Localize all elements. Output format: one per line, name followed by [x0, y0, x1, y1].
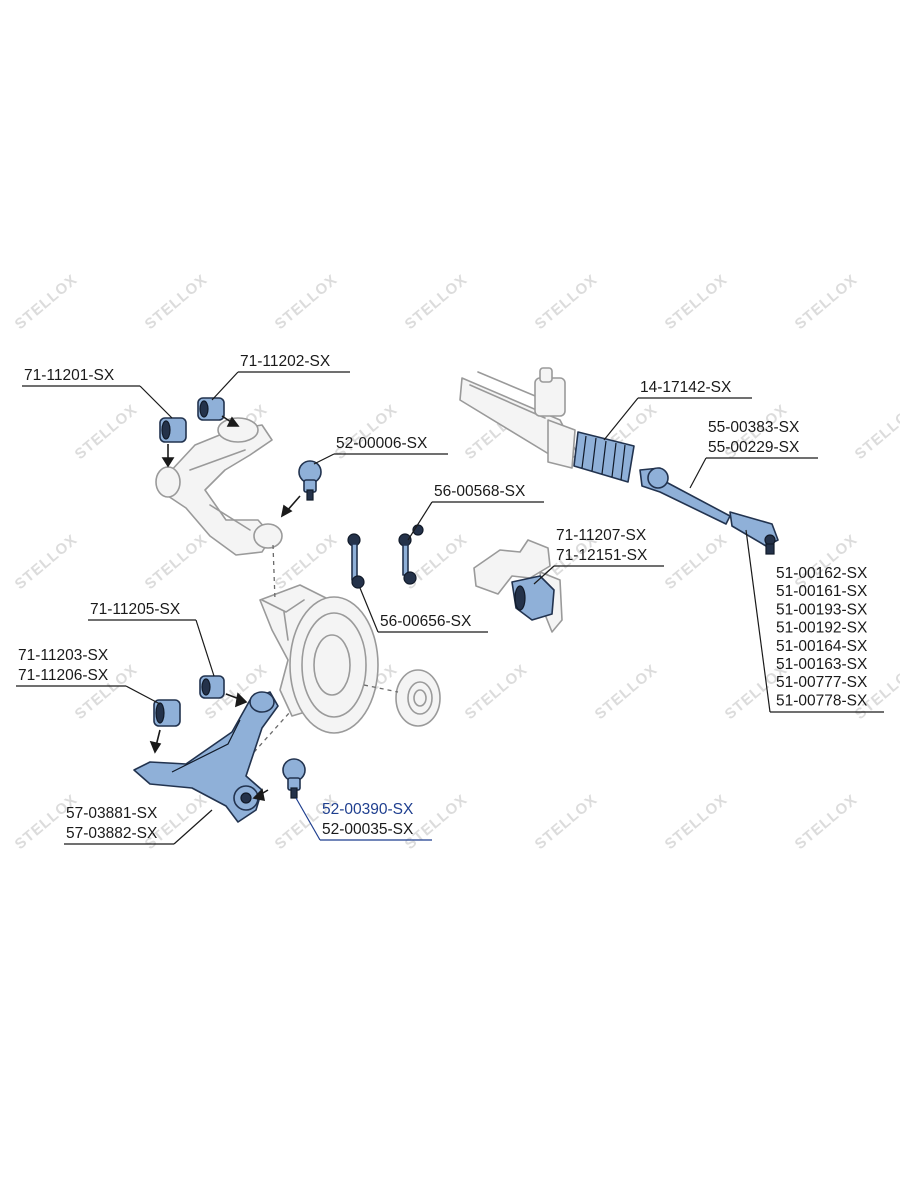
label-text: 52-00035-SX [322, 821, 414, 838]
label-text: 57-03881-SX [66, 805, 158, 822]
watermark-text: STELLOX [662, 531, 731, 593]
watermark-text: STELLOX [592, 661, 661, 723]
part-number-labels: 71-11201-SX 71-11202-SX 52-00006-SX 14-1… [16, 353, 884, 845]
brake-disc [289, 596, 379, 734]
watermark-text: STELLOX [12, 531, 81, 593]
label-text: 51-00162-SX [776, 565, 868, 582]
lower-arm-bushing-rear [199, 675, 225, 699]
steering-rack-housing [459, 367, 579, 469]
upper-arm-bushing-rear [197, 397, 225, 421]
label-71-lower-bushings: 71-11203-SX 71-11206-SX [16, 647, 161, 705]
label-text: 56-00656-SX [380, 613, 472, 630]
label-text: 51-00192-SX [776, 620, 868, 637]
lower-arm-bushing-front [153, 699, 181, 727]
watermark-text: STELLOX [142, 271, 211, 333]
lower-ball-joint [282, 758, 306, 799]
label-text: 55-00383-SX [708, 419, 800, 436]
upper-ball-joint [298, 460, 322, 501]
watermark-text: STELLOX [662, 791, 731, 853]
label-56-00568-SX: 56-00568-SX [407, 483, 544, 541]
label-text: 51-00164-SX [776, 638, 868, 655]
watermark-text: STELLOX [272, 531, 341, 593]
stabilizer-link-rear [347, 533, 365, 589]
label-text: 56-00568-SX [434, 483, 526, 500]
inner-tie-rod [639, 467, 731, 525]
label-56-00656-SX: 56-00656-SX [359, 587, 488, 633]
label-text: 71-11201-SX [24, 367, 115, 384]
direction-arrows [149, 415, 301, 802]
label-71-stabilizer-bushings: 71-11207-SX 71-12151-SX [533, 527, 664, 585]
label-14-17142-SX: 14-17142-SX [603, 379, 752, 441]
label-71-11202-SX: 71-11202-SX [211, 353, 350, 401]
stabilizer-link-front [398, 524, 424, 585]
label-text-highlight: 52-00390-SX [322, 801, 414, 818]
watermark-text: STELLOX [402, 271, 471, 333]
label-text: 71-11202-SX [240, 353, 331, 370]
watermark-text: STELLOX [532, 791, 601, 853]
label-text: 71-11205-SX [90, 601, 181, 618]
label-text: 57-03882-SX [66, 825, 158, 842]
label-57-lower-arms: 57-03881-SX 57-03882-SX [64, 805, 213, 845]
lower-control-arm [133, 691, 279, 823]
label-55-tie-rods: 55-00383-SX 55-00229-SX [689, 419, 818, 489]
watermark-text: STELLOX [462, 661, 531, 723]
steering-rack-boot [573, 431, 635, 483]
stabilizer-bushing [511, 575, 555, 621]
label-52-00006-SX: 52-00006-SX [313, 435, 448, 465]
tie-rod-end [729, 511, 779, 555]
watermark-text: STELLOX [852, 401, 900, 463]
label-text: 51-00163-SX [776, 656, 868, 673]
watermark-text: STELLOX [272, 271, 341, 333]
label-text: 71-12151-SX [556, 547, 648, 564]
label-text: 51-00778-SX [776, 692, 868, 709]
watermark-text: STELLOX [792, 791, 861, 853]
watermark-text: STELLOX [532, 271, 601, 333]
label-text: 71-11207-SX [556, 527, 647, 544]
label-text: 71-11206-SX [18, 667, 109, 684]
watermark-text: STELLOX [142, 531, 211, 593]
label-text: 55-00229-SX [708, 439, 800, 456]
watermark-text: STELLOX [12, 271, 81, 333]
label-text: 51-00161-SX [776, 583, 868, 600]
upper-control-arm [155, 417, 283, 556]
wheel-hub [363, 669, 441, 727]
watermark-text: STELLOX [662, 271, 731, 333]
label-52-lower-ball-joints: 52-00390-SX 52-00035-SX [295, 797, 432, 841]
label-71-11201-SX: 71-11201-SX [22, 367, 173, 419]
label-text: 51-00193-SX [776, 601, 868, 618]
upper-arm-bushing-front [159, 417, 187, 443]
label-text: 52-00006-SX [336, 435, 428, 452]
label-text: 14-17142-SX [640, 379, 732, 396]
watermark-text: STELLOX [72, 401, 141, 463]
label-71-11205-SX: 71-11205-SX [88, 601, 215, 677]
watermark-text: STELLOX [792, 271, 861, 333]
label-text: 51-00777-SX [776, 674, 868, 691]
label-text: 71-11203-SX [18, 647, 109, 664]
